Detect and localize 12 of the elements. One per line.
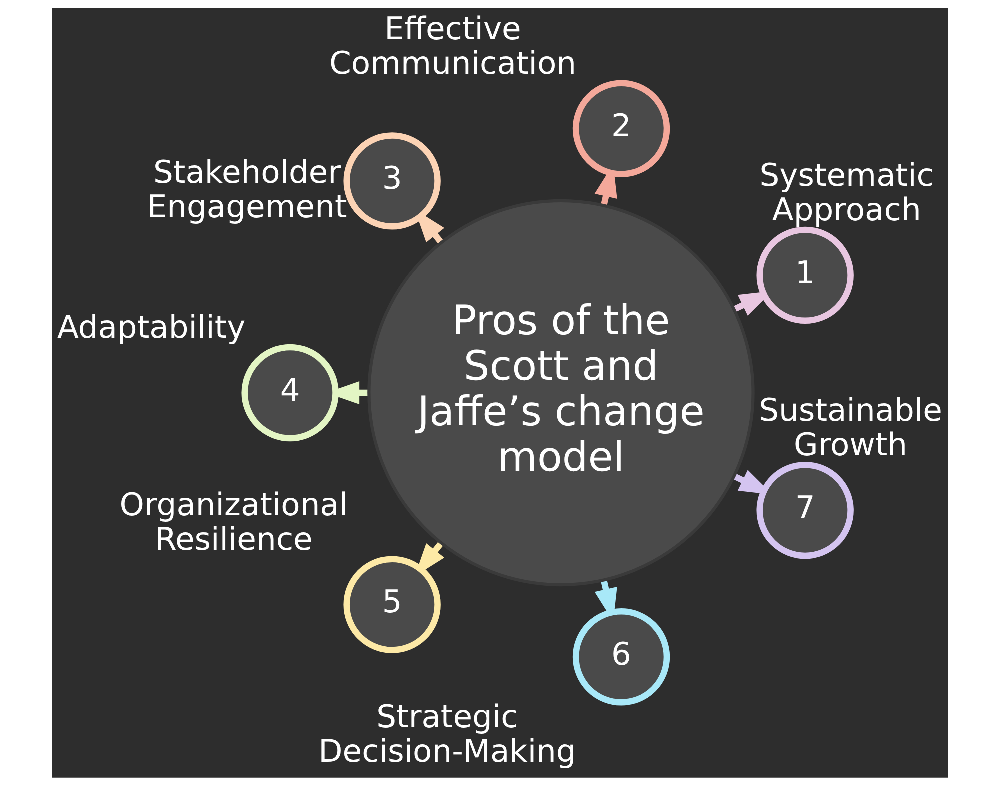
node-label: Organizational Resilience	[120, 487, 348, 558]
node-circle: 7	[756, 462, 854, 560]
node-circle: 4	[242, 344, 339, 442]
node-circle: 6	[572, 608, 670, 706]
node-label: Sustainable Growth	[759, 393, 942, 464]
node-label: Systematic Approach	[760, 158, 934, 229]
node-label: Effective Communication	[329, 12, 576, 82]
node-circle: Pros of the Scott and Jaffe’s change model	[368, 199, 755, 587]
node-circle: 2	[572, 80, 670, 178]
node-label: Adaptability	[57, 310, 246, 346]
node-circle: 5	[344, 556, 441, 654]
node-circle: 1	[756, 226, 854, 324]
